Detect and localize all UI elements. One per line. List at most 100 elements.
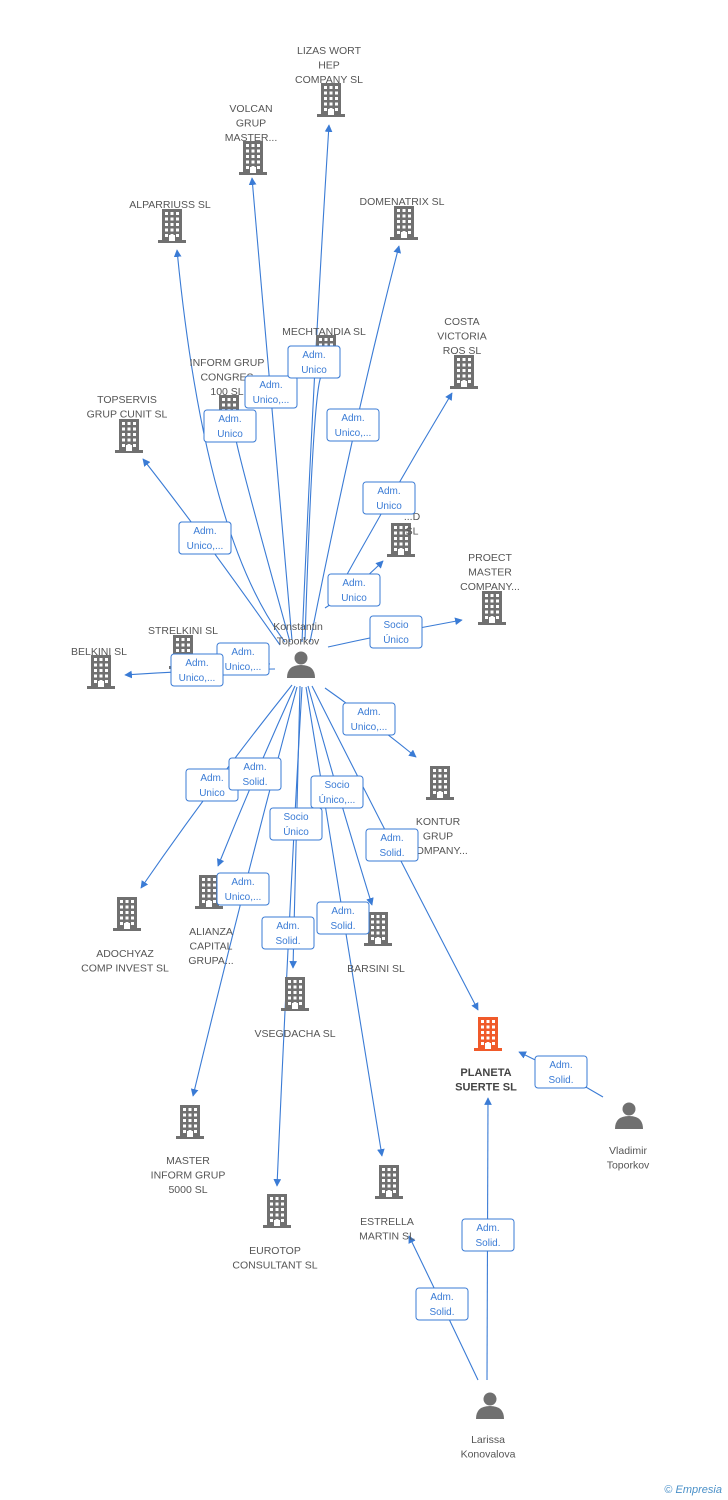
edge-label-text: Unico [376,501,402,512]
company-building-icon-lizas[interactable] [317,83,345,117]
edge-label-larissa-estrella[interactable]: Adm.Solid. [415,1287,469,1321]
company-building-icon-eurotop[interactable] [263,1194,291,1228]
edge-label-text: Solid. [330,921,355,932]
person-icon-konstantin[interactable] [287,651,315,679]
person-konstantin-label-line: Konstantin [273,621,323,633]
edge-label-text: Único,... [319,793,356,806]
edge-label-konstantin-mechtandia[interactable]: Adm.Unico [287,345,341,379]
company-building-icon-master5000[interactable] [176,1105,204,1139]
edge-label-konstantin-volcan[interactable]: Adm. Unico,... [244,375,298,409]
edge-labels-layer: Adm. Unico,... Adm. Unico,... Adm. Unico,... A… [170,345,588,1321]
edge-label-konstantin-adochyaz[interactable]: Adm.Unico [185,768,239,802]
edge-label-text: Unico [341,593,367,604]
edge-label-konstantin-topservis[interactable]: Adm. Unico,... [178,521,232,555]
company-building-icon-adochyaz[interactable] [113,897,141,931]
company-building-icon-barsini[interactable] [364,912,392,946]
person-vladimir-label-line: Vladimir [609,1145,647,1157]
edge-label-text: Único [383,633,409,646]
edge-konstantin-lizas[interactable] [301,124,333,643]
company-costa-label-line: ROS SL [443,345,482,357]
company-building-icon-belkini[interactable] [87,655,115,689]
company-building-icon-volcan[interactable] [239,141,267,175]
edge-label-text: Socio [383,620,408,631]
company-adochyaz-label-line: ADOCHYAZ [96,948,154,960]
edge-label-text: Unico,... [335,428,372,439]
company-costa-label-line: COSTA [444,316,479,328]
edge-label-text: Unico,... [179,673,216,684]
company-building-icon-estrella[interactable] [375,1165,403,1199]
company-building-icon-alparriuss[interactable] [158,209,186,243]
edge-label-konstantin-master5000[interactable]: Adm.Unico,... [216,872,270,906]
person-vladimir-label-line: Toporkov [607,1160,650,1172]
edge-label-konstantin-eurotop[interactable]: Adm. Solid. [261,916,315,950]
edge-label-text: Solid. [275,936,300,947]
edge-label-konstantin-hidden_sl[interactable]: Adm.Unico [327,573,381,607]
company-topservis-label-line: GRUP CUNIT SL [87,409,168,421]
edge-label-text: Unico,... [225,662,262,673]
edge-label-konstantin-inform[interactable]: Adm.Unico [203,409,257,443]
edge-label-konstantin-kontur[interactable]: Adm.Unico,... [342,702,396,736]
company-mechtandia-label-line: MECHTANDIA SL [282,326,366,338]
edge-label-text: Solid. [379,848,404,859]
edge-label-konstantin-strelkini[interactable]: Adm.Unico,... [216,642,270,676]
edge-konstantin-inform[interactable] [229,428,291,643]
edge-label-text: Adm. [276,921,299,932]
edge-label-text: Solid. [475,1238,500,1249]
company-volcan-label-line: GRUP [236,118,266,130]
person-icon-larissa[interactable] [476,1392,504,1420]
edge-label-text: Adm. [231,877,254,888]
company-barsini-label-line: BARSINI SL [347,963,405,975]
company-building-icon-planeta[interactable] [474,1017,502,1051]
edge-label-text: Solid. [548,1075,573,1086]
company-belkini-label-line: BELKINI SL [71,646,127,658]
company-estrella-label-line: ESTRELLA [360,1216,414,1228]
person-icon-vladimir[interactable] [615,1102,643,1130]
company-building-icon-topservis[interactable] [115,419,143,453]
company-lizas-label-line: COMPANY SL [295,74,363,86]
edge-label-text: Unico,... [253,395,290,406]
edge-label-text: Unico,... [187,541,224,552]
company-building-icon-kontur[interactable] [426,766,454,800]
edge-label-konstantin-belkini[interactable]: Adm. Unico,... [170,653,224,687]
edge-label-text: Adm. [430,1292,453,1303]
company-building-icon-costa[interactable] [450,355,478,389]
edge-label-konstantin-planeta[interactable]: Adm. Solid. [365,828,419,862]
company-planeta-label-line: PLANETA [460,1067,511,1079]
edge-label-konstantin-costa[interactable]: Adm.Unico [362,481,416,515]
brand-logo-text[interactable]: Empresia [675,1484,722,1496]
company-building-icon-proect[interactable] [478,591,506,625]
company-hidden_sl-label-line: SL [406,526,419,538]
edge-label-konstantin-barsini[interactable]: SocioÚnico,... [310,775,364,809]
edge-label-text: Adm. [302,350,325,361]
edge-label-text: Unico [199,788,225,799]
edge-konstantin-alparriuss[interactable] [173,249,286,643]
edge-label-konstantin-estrella[interactable]: Adm.Solid. [316,901,370,935]
company-building-icon-vsegdacha[interactable] [281,977,309,1011]
footer-credit: © Empresia [664,1484,722,1496]
edge-label-text: Adm. [185,658,208,669]
edge-label-text: Adm. [193,526,216,537]
company-costa-label-line: VICTORIA [437,331,486,343]
edge-label-text: Adm. [218,414,241,425]
company-proect-label-line: MASTER [468,567,512,579]
edge-label-text: Adm. [549,1060,572,1071]
edge-label-konstantin-alianza[interactable]: Adm.Solid. [228,757,282,791]
edge-label-text: Adm. [243,762,266,773]
company-building-icon-domenatrix[interactable] [390,206,418,240]
company-inform-label-line: CONGRES [200,372,253,384]
edge-label-konstantin-domenatrix[interactable]: Adm.Unico,... [326,408,380,442]
company-proect-label-line: COMPANY... [460,581,520,593]
edge-label-larissa-planeta[interactable]: Adm.Solid. [461,1218,515,1252]
edge-label-text: Adm. [259,380,282,391]
edge-konstantin-volcan[interactable] [248,177,293,641]
company-building-icon-alianza[interactable] [195,875,223,909]
person-larissa-label-line: Larissa [471,1434,505,1446]
company-building-icon-hidden_sl[interactable] [387,523,415,557]
edge-label-text: Adm. [380,833,403,844]
edge-label-vladimir-planeta[interactable]: Adm. Solid. [534,1055,588,1089]
company-eurotop-label-line: EUROTOP [249,1245,301,1257]
